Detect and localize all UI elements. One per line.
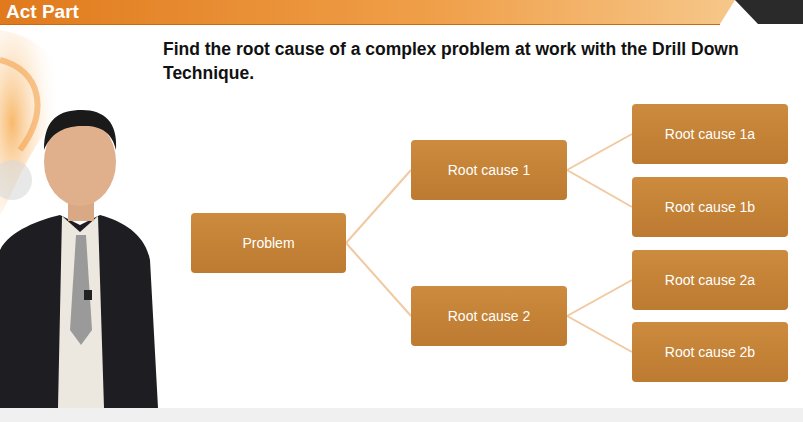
branch-connector [567,280,632,316]
presenter [0,110,158,408]
text-stack: Root cause 1b [659,197,761,218]
cause-box: Root cause 1b [632,177,788,237]
cause-box: Problem [191,213,346,273]
box-label: Root cause 1a [659,124,761,145]
box-label: Root cause 2a [659,270,761,291]
cause-box: Root cause 2b [632,322,788,382]
branch-connector [567,170,632,207]
box-label: Root cause 2b [659,342,761,363]
footer-strip [0,408,803,422]
banner-label: Act Part [6,1,79,23]
globe [0,160,32,200]
box-label: Problem [236,233,300,254]
cause-box: Root cause 2a [632,250,788,310]
cause-box: Root cause 1 [411,140,567,200]
text-stack: Root cause 2 [442,306,537,327]
text-stack: Root cause 2b [659,342,761,363]
cause-box: Root cause 1a [632,104,788,164]
branch-connector [567,134,632,170]
box-label: Root cause 2 [442,306,537,327]
banner-corner [735,0,803,24]
box-label: Root cause 1 [442,160,537,181]
branch-connector [346,243,411,316]
connector-line [346,170,411,243]
connector-line [567,170,632,207]
text-stack: Root cause 1 [442,160,537,181]
connector-line [346,243,411,316]
connector-line [567,280,632,316]
swirl-stroke [0,60,37,150]
banner-rule [0,24,720,25]
heading-text: Find the root cause of a complex problem… [163,37,773,85]
text-stack: Root cause 2a [659,270,761,291]
connector-line [567,134,632,170]
branch-connector [346,170,411,243]
text-stack: Root cause 1a [659,124,761,145]
text-stack: Problem [236,233,300,254]
branch-connector [567,316,632,352]
banner [0,0,735,24]
connector-line [567,316,632,352]
cause-box: Root cause 2 [411,286,567,346]
box-label: Root cause 1b [659,197,761,218]
